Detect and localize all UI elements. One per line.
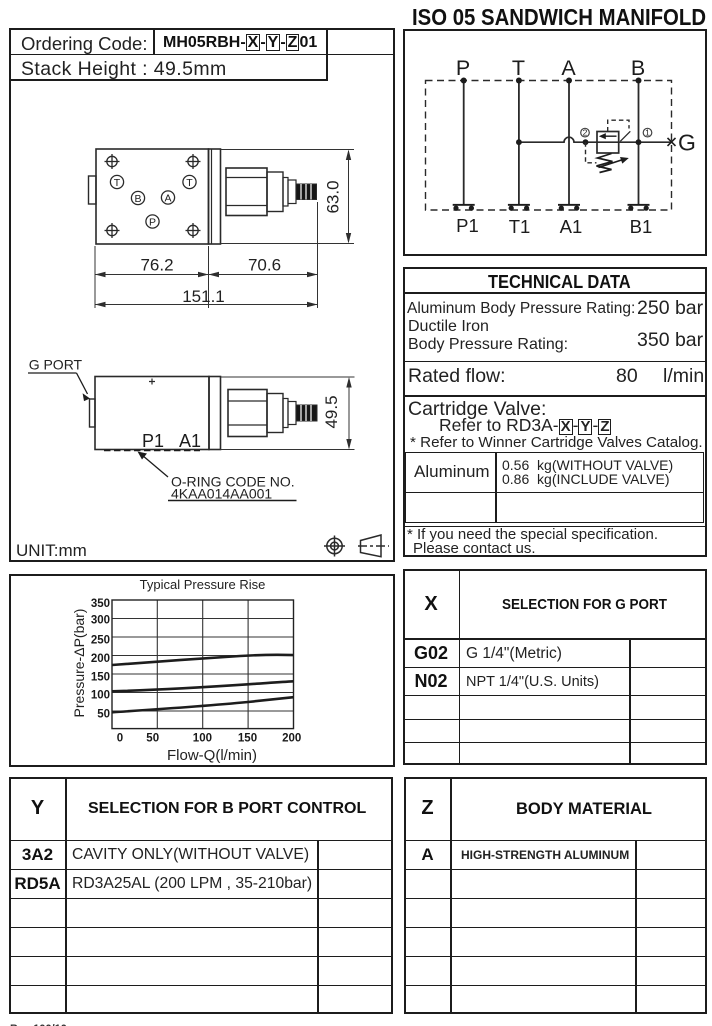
svg-text:200: 200 bbox=[282, 733, 301, 745]
svg-text:1: 1 bbox=[645, 128, 650, 138]
svg-text:B: B bbox=[134, 193, 141, 205]
svg-text:76.2: 76.2 bbox=[140, 256, 173, 275]
svg-text:4KAA014AA001: 4KAA014AA001 bbox=[171, 486, 272, 502]
svg-text:151.1: 151.1 bbox=[182, 287, 225, 306]
svg-text:P1: P1 bbox=[456, 215, 479, 236]
svg-text:150: 150 bbox=[238, 733, 257, 745]
svg-text:A: A bbox=[561, 56, 576, 80]
svg-text:63.0: 63.0 bbox=[324, 180, 343, 213]
svg-text:G: G bbox=[678, 130, 696, 156]
svg-text:T: T bbox=[512, 56, 525, 80]
svg-text:49.5: 49.5 bbox=[322, 395, 341, 428]
svg-text:O-RING CODE NO.: O-RING CODE NO. bbox=[171, 474, 295, 490]
svg-text:250: 250 bbox=[91, 635, 110, 647]
svg-text:200: 200 bbox=[91, 653, 110, 665]
svg-text:2: 2 bbox=[583, 128, 588, 138]
svg-text:350: 350 bbox=[91, 598, 110, 610]
svg-text:70.6: 70.6 bbox=[248, 256, 281, 275]
svg-text:150: 150 bbox=[91, 672, 110, 684]
svg-text:100: 100 bbox=[91, 689, 110, 701]
svg-text:100: 100 bbox=[193, 733, 212, 745]
svg-text:300: 300 bbox=[91, 614, 110, 626]
svg-text:T: T bbox=[114, 177, 121, 189]
svg-text:50: 50 bbox=[97, 708, 110, 720]
svg-text:P1: P1 bbox=[142, 431, 164, 451]
svg-text:B1: B1 bbox=[630, 216, 653, 237]
svg-text:0: 0 bbox=[117, 733, 123, 745]
svg-text:50: 50 bbox=[146, 733, 159, 745]
svg-text:A1: A1 bbox=[560, 216, 583, 237]
svg-text:P: P bbox=[149, 216, 156, 228]
svg-text:A: A bbox=[164, 192, 171, 204]
svg-text:T1: T1 bbox=[509, 216, 531, 237]
svg-text:B: B bbox=[631, 56, 645, 80]
svg-text:G PORT: G PORT bbox=[29, 357, 83, 373]
svg-text:P: P bbox=[456, 56, 470, 80]
svg-text:T: T bbox=[186, 177, 193, 189]
svg-text:A1: A1 bbox=[179, 431, 201, 451]
